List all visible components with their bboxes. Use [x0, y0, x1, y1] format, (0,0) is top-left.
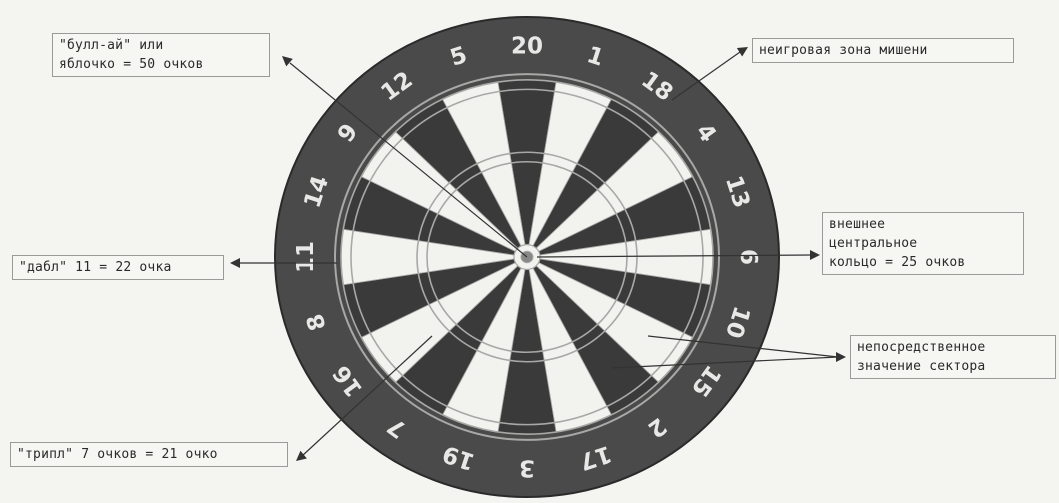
sector-number-20: 20: [511, 34, 543, 60]
outer-bull-label: внешнее центральное кольцо = 25 очков: [822, 212, 1024, 275]
triple-ring-label: "трипл" 7 очков = 21 очко: [10, 442, 288, 467]
non-scoring-arrowhead: [737, 47, 748, 57]
non-scoring-zone-label: неигровая зона мишени: [752, 38, 1014, 63]
sector-number-6: 6: [735, 249, 761, 265]
single-arrowhead: [836, 352, 846, 362]
sector-number-3: 3: [519, 454, 535, 480]
outer-bull-label-line-3: кольцо = 25 очков: [829, 253, 1017, 272]
bullseye-label: "булл-ай" или яблочко = 50 очков: [52, 33, 270, 77]
non-scoring-zone-text: неигровая зона мишени: [759, 41, 1007, 60]
single-segment-label-line-2: значение сектора: [857, 357, 1049, 376]
double-arrowhead: [230, 258, 240, 268]
triple-ring-text: "трипл" 7 очков = 21 очко: [17, 445, 281, 464]
outer-bull-arrowhead: [810, 250, 820, 260]
outer-bull-label-line-1: внешнее: [829, 215, 1017, 234]
outer-bull-label-line-2: центральное: [829, 234, 1017, 253]
double-ring-text: "дабл" 11 = 22 очка: [19, 258, 217, 277]
double-ring-label: "дабл" 11 = 22 очка: [12, 255, 224, 280]
bullseye-label-line-2: яблочко = 50 очков: [59, 55, 263, 74]
bullseye-label-line-1: "булл-ай" или: [59, 36, 263, 55]
bullseye-arrowhead: [282, 56, 293, 66]
single-segment-label: непосредственное значение сектора: [850, 335, 1056, 379]
sector-number-11: 11: [293, 241, 319, 273]
single-segment-label-line-1: непосредственное: [857, 338, 1049, 357]
